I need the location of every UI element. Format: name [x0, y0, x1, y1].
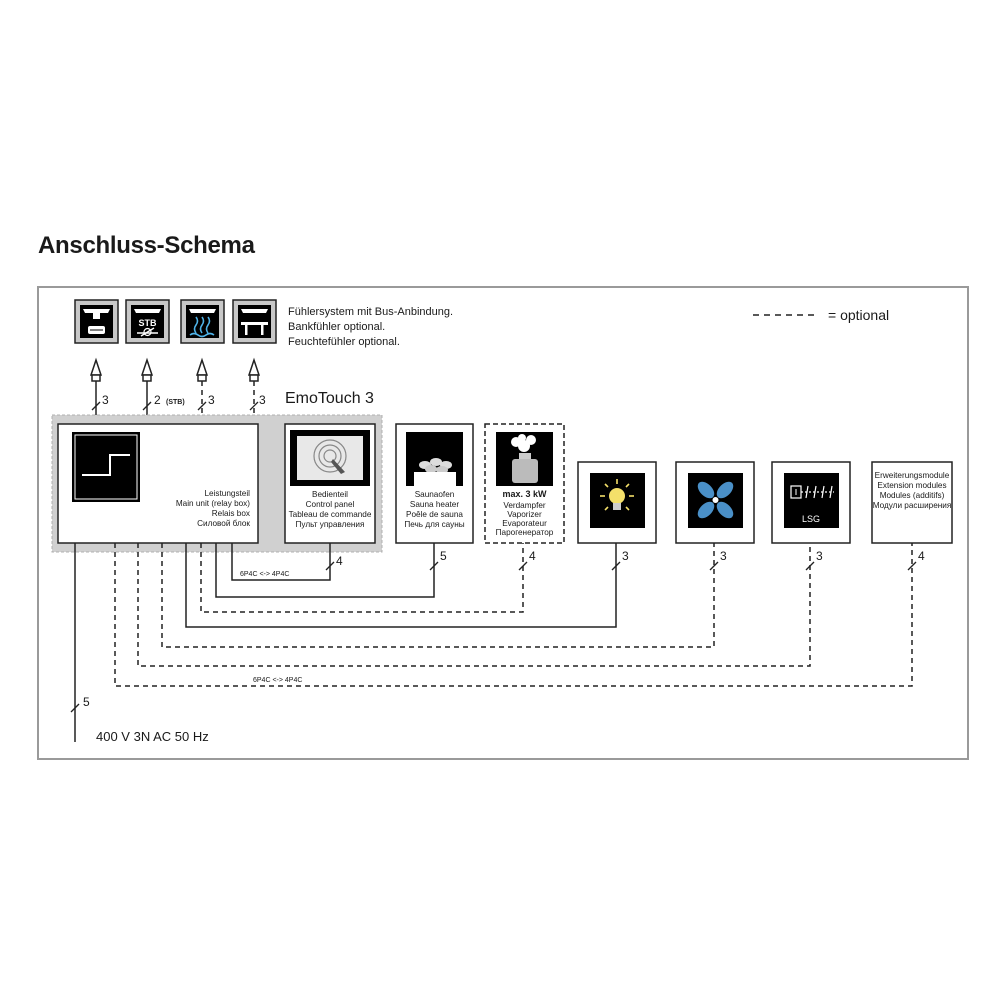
sauna-heater-line-1: Saunaofen: [415, 490, 455, 499]
main-unit: Leistungsteil Main unit (relay box) Rela…: [57, 423, 259, 544]
wire-sauna-heater: [215, 543, 435, 598]
main-unit-line-4: Силовой блок: [197, 519, 250, 528]
control-panel-line-1: Bedienteil: [312, 490, 348, 499]
vaporizer-icon: [496, 432, 553, 486]
sauna-heater-line-2: Sauna heater: [410, 500, 459, 509]
sauna-heater-icon: [406, 432, 463, 486]
lsg-box: LSG: [771, 461, 851, 544]
extension-wire-count: 4: [918, 549, 925, 563]
sensor-2-wire-note: (STB): [166, 399, 185, 406]
main-unit-line-3: Relais box: [212, 509, 250, 518]
extension-line-2: Extension modules: [877, 481, 946, 490]
vaporizer-line-3: Evaporateur: [502, 519, 547, 528]
vaporizer-line-1: Verdampfer: [503, 501, 546, 510]
sauna-heater-wire-count: 5: [440, 549, 447, 563]
sensor-note-line-2: Bankfühler optional.: [288, 321, 385, 333]
wire-light: [185, 543, 617, 628]
control-panel-line-3: Tableau de commande: [289, 510, 372, 519]
control-panel-wire-note: 6P4C <-> 4P4C: [240, 571, 289, 578]
light-wire-count: 3: [622, 549, 629, 563]
lsg-wire-count: 3: [816, 549, 823, 563]
touch-panel-icon: [290, 430, 370, 486]
sensor-2-wire-count: 2: [154, 393, 161, 407]
power-wire-count: 5: [83, 695, 90, 709]
control-panel: Bedienteil Control panel Tableau de comm…: [284, 423, 376, 544]
sauna-heater-line-3: Poêle de sauna: [406, 510, 463, 519]
extension-box: Erweiterungsmodule Extension modules Mod…: [871, 461, 953, 544]
sensor-3-wire-count: 3: [208, 393, 215, 407]
fan-icon: [688, 473, 743, 528]
vaporizer-line-2: Vaporizer: [507, 510, 542, 519]
temperature-sensor-icon: [74, 299, 119, 344]
legend-label: = optional: [828, 307, 889, 323]
sensor-connectors: [89, 357, 261, 382]
vaporizer-box: max. 3 kW Verdampfer Vaporizer Evaporate…: [484, 423, 565, 544]
lsg-relay-icon: LSG: [784, 473, 839, 528]
sensor-note-line-1: Fühlersystem mit Bus-Anbindung.: [288, 306, 453, 318]
relay-box-icon: [72, 432, 140, 502]
sensor-group: STB: [74, 299, 277, 344]
main-unit-line-2: Main unit (relay box): [176, 499, 250, 508]
extension-line-3: Modules (additifs): [880, 491, 945, 500]
humidity-sensor-icon: [180, 299, 225, 344]
vaporizer-line-4: Парогенератор: [496, 528, 554, 537]
page-title: Anschluss-Schema: [38, 232, 255, 259]
main-unit-line-1: Leistungsteil: [204, 489, 250, 498]
control-panel-line-2: Control panel: [306, 500, 355, 509]
wire-extension: [114, 543, 913, 687]
wire-fan: [161, 543, 715, 648]
extension-line-1: Erweiterungsmodule: [875, 471, 950, 480]
stb-sensor-icon: STB: [125, 299, 170, 344]
wire-lsg: [137, 543, 811, 667]
sauna-heater-line-4: Печь для сауны: [404, 520, 464, 529]
fan-wire-count: 3: [720, 549, 727, 563]
bus-note: 6P4C <-> 4P4C: [253, 677, 302, 684]
emotouch-label: EmoTouch 3: [285, 390, 374, 407]
control-panel-line-4: Пульт управления: [296, 520, 365, 529]
light-bulb-icon: [590, 473, 645, 528]
stb-label: STB: [139, 318, 158, 328]
wire-vaporizer: [200, 543, 524, 613]
extension-line-4: Модули расширения: [873, 501, 952, 510]
lsg-label: LSG: [802, 514, 820, 524]
control-panel-wire-count: 4: [336, 554, 343, 568]
vaporizer-wire-count: 4: [529, 549, 536, 563]
bench-sensor-icon: [232, 299, 277, 344]
sensor-1-wire-count: 3: [102, 393, 109, 407]
wire-control-panel: [231, 543, 331, 581]
vaporizer-badge: max. 3 kW: [502, 489, 547, 499]
sensor-note-line-3: Feuchtefühler optional.: [288, 336, 400, 348]
sensor-4-wire-count: 3: [259, 393, 266, 407]
power-label: 400 V 3N AC 50 Hz: [96, 729, 209, 744]
sauna-heater-box: Saunaofen Sauna heater Poêle de sauna Пе…: [395, 423, 474, 544]
light-box: [577, 461, 657, 544]
fan-box: [675, 461, 755, 544]
